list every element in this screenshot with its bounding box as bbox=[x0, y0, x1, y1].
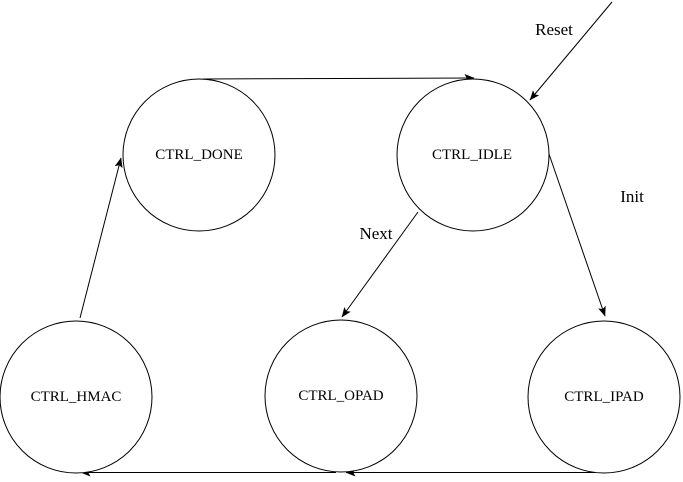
idle-to-opad-arrow bbox=[341, 211, 419, 318]
hmac-to-done-arrow bbox=[79, 157, 123, 319]
state-label-ctrl-idle: CTRL_IDLE bbox=[432, 147, 512, 163]
state-label-ctrl-ipad: CTRL_IPAD bbox=[564, 389, 644, 405]
state-circle-ctrl-hmac bbox=[0, 320, 153, 474]
reset-arrow bbox=[529, 1, 613, 101]
transition-idle-to-ipad: Init bbox=[548, 153, 644, 317]
state-node-ctrl-idle: CTRL_IDLE bbox=[396, 78, 550, 232]
transition-idle-to-opad: Next bbox=[341, 211, 419, 318]
state-node-ctrl-opad: CTRL_OPAD bbox=[264, 319, 418, 473]
state-circle-ctrl-opad bbox=[264, 319, 418, 473]
transitions-layer: Reset Next Init bbox=[79, 1, 644, 477]
state-circle-ctrl-idle bbox=[396, 78, 550, 232]
state-label-ctrl-hmac: CTRL_HMAC bbox=[31, 389, 122, 405]
state-label-ctrl-opad: CTRL_OPAD bbox=[298, 388, 383, 404]
transition-label-next: Next bbox=[359, 224, 392, 243]
transition-done-to-idle bbox=[202, 74, 475, 83]
state-node-ctrl-ipad: CTRL_IPAD bbox=[527, 320, 681, 474]
transition-label-reset: Reset bbox=[535, 20, 573, 39]
state-circle-ctrl-ipad bbox=[527, 320, 681, 474]
state-circle-ctrl-done bbox=[122, 78, 276, 232]
state-node-ctrl-done: CTRL_DONE bbox=[122, 78, 276, 232]
transition-hmac-to-done bbox=[79, 157, 123, 319]
done-to-idle-arrow bbox=[202, 74, 475, 83]
states-layer: CTRL_DONE CTRL_IDLE CTRL_HMAC CTRL_OPAD … bbox=[0, 78, 681, 474]
idle-to-ipad-arrow bbox=[548, 153, 606, 317]
state-label-ctrl-done: CTRL_DONE bbox=[155, 147, 243, 163]
transition-label-init: Init bbox=[620, 187, 644, 206]
transition-reset-to-idle: Reset bbox=[529, 1, 613, 101]
state-node-ctrl-hmac: CTRL_HMAC bbox=[0, 320, 153, 474]
